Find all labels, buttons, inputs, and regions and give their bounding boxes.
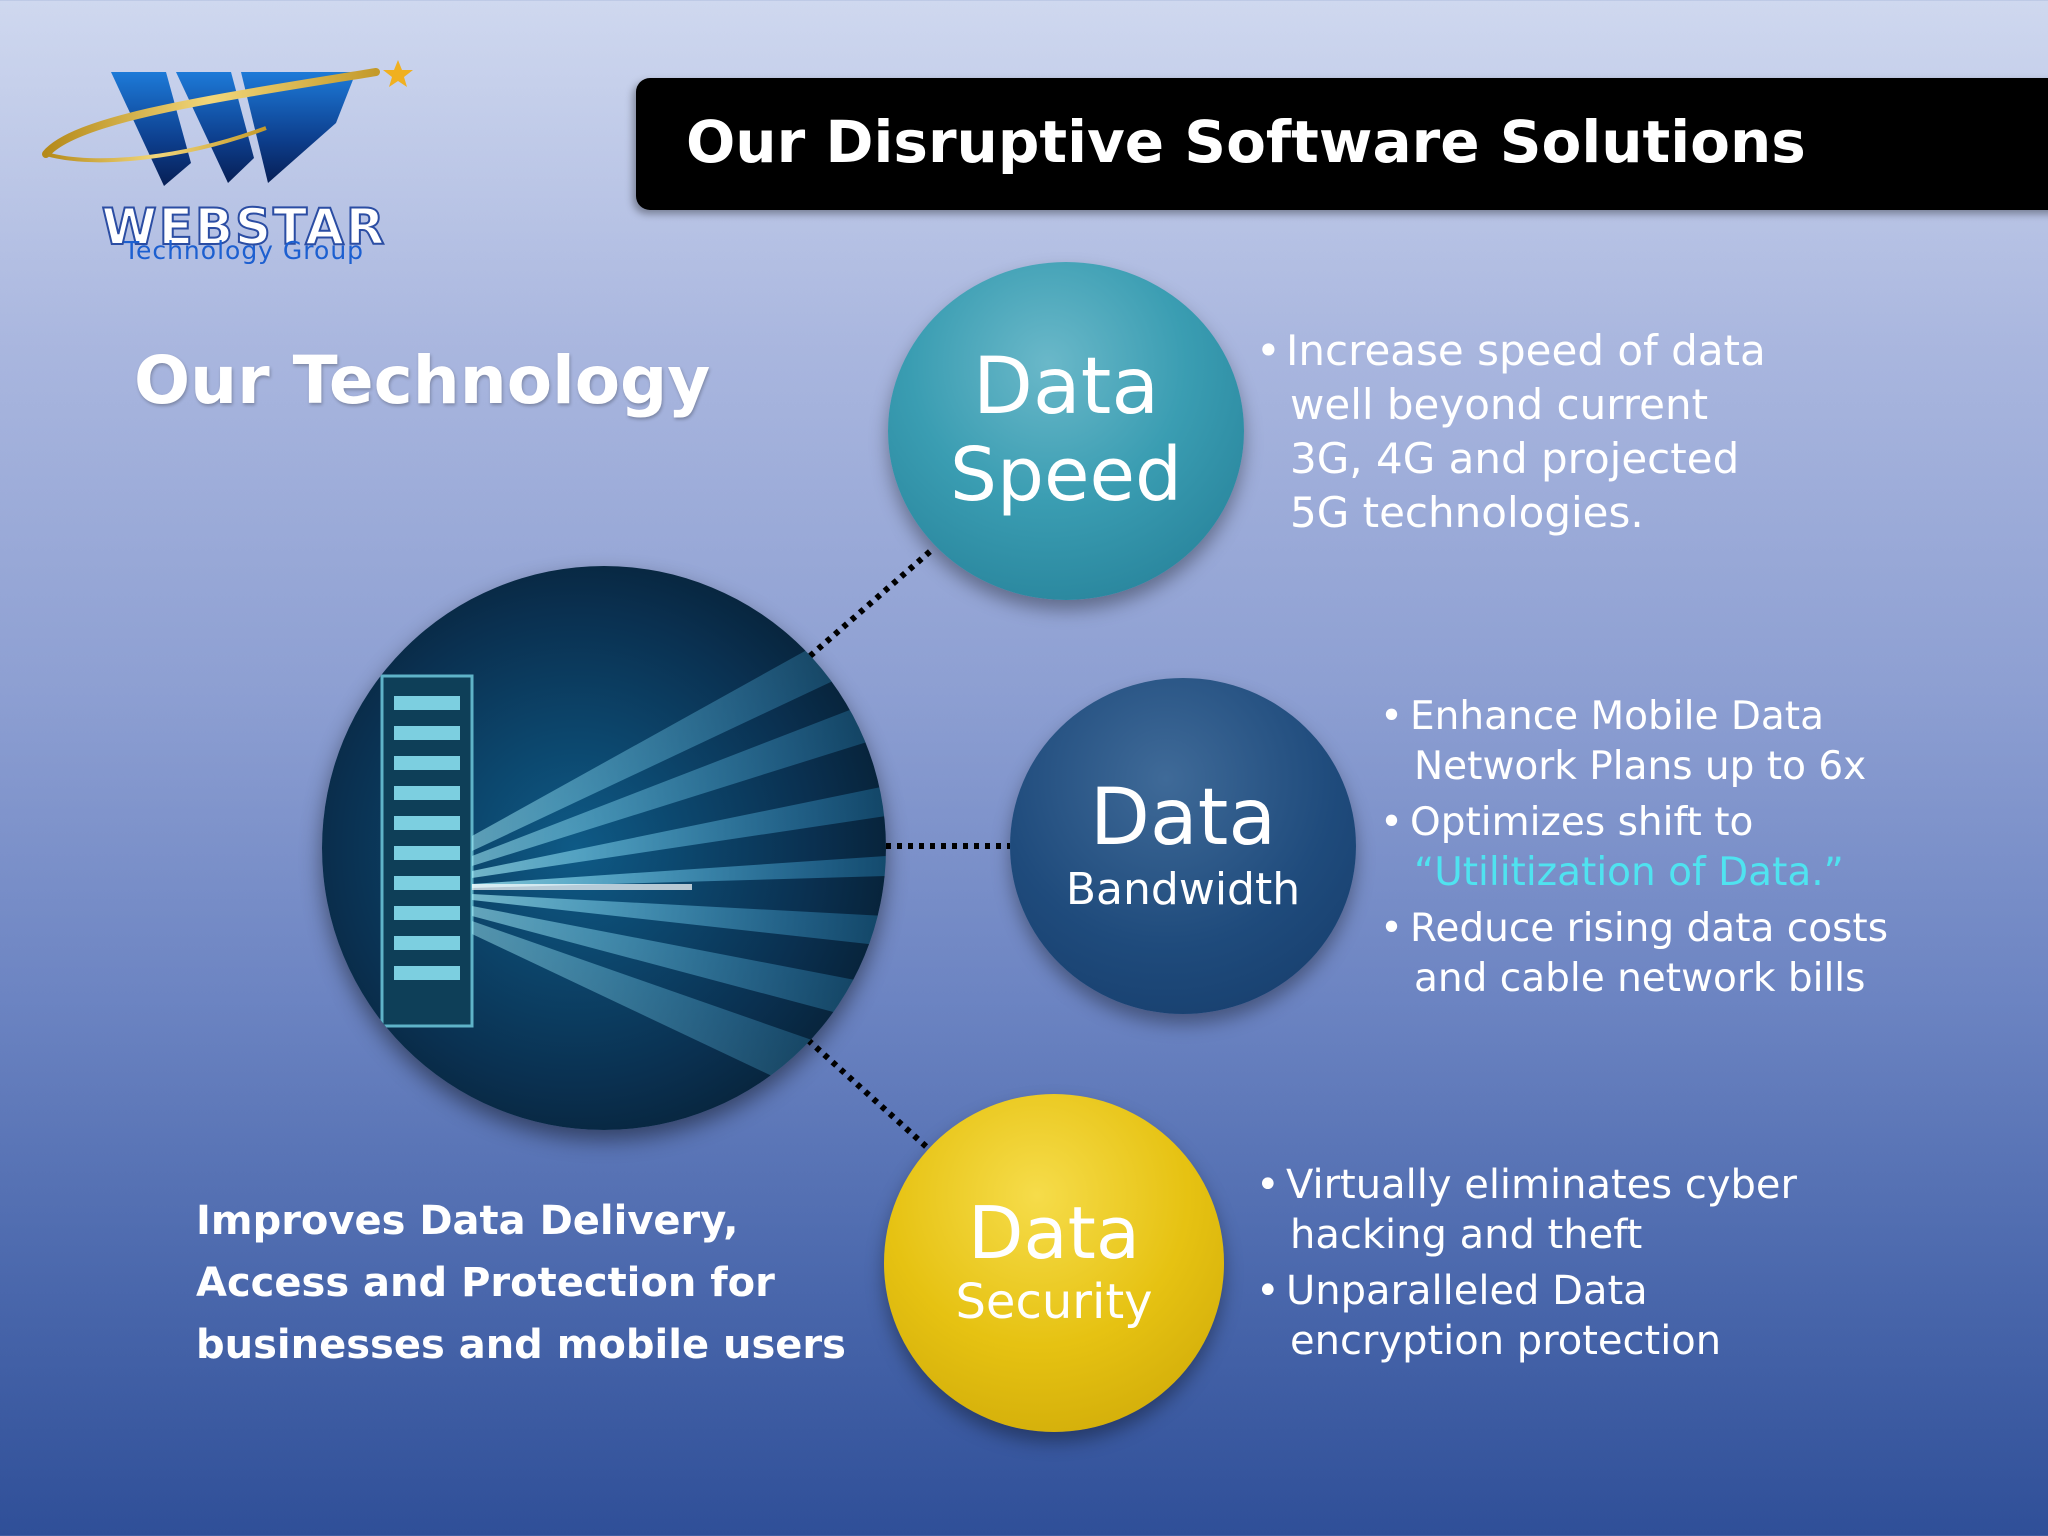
security-bullets: Virtually eliminates cyber hacking and t… — [1256, 1160, 1797, 1366]
data-security-line2: Security — [955, 1274, 1153, 1330]
security-bullet-2-line2: encryption protection — [1290, 1318, 1722, 1364]
speed-bullet-line: 3G, 4G and projected — [1290, 434, 1740, 483]
bandwidth-bullet-2-line2: “Utilitization of Data.” — [1414, 850, 1844, 895]
bandwidth-bullet-1-line1: Enhance Mobile Data — [1380, 692, 1888, 742]
connector-security — [805, 1037, 933, 1153]
speed-bullet-line: Increase speed of data — [1256, 324, 1766, 378]
tagline-line: Access and Protection for — [196, 1260, 775, 1306]
security-bullet-2-line1: Unparalleled Data — [1256, 1266, 1797, 1316]
data-bandwidth-line1: Data — [1089, 773, 1277, 863]
security-bullet-1-line2: hacking and theft — [1290, 1212, 1643, 1258]
bandwidth-bullet-2-line1: Optimizes shift to — [1380, 798, 1888, 848]
connector-speed — [808, 545, 936, 659]
data-speed-line1: Data — [972, 342, 1160, 432]
section-heading: Our Technology — [134, 342, 711, 419]
speed-bullet-line: well beyond current — [1290, 380, 1709, 429]
data-speed-line2: Speed — [950, 432, 1182, 518]
webstar-emblem-icon — [42, 60, 413, 186]
tagline-line: Improves Data Delivery, — [196, 1198, 739, 1244]
slide-title: Our Disruptive Software Solutions — [686, 108, 1806, 176]
tagline: Improves Data Delivery, Access and Prote… — [196, 1190, 846, 1376]
speed-bullet-line: 5G technologies. — [1290, 488, 1644, 537]
speed-bullets: Increase speed of data well beyond curre… — [1256, 324, 1766, 540]
security-bullet-1-line1: Virtually eliminates cyber — [1256, 1160, 1797, 1210]
title-bar: Our Disruptive Software Solutions — [636, 78, 2048, 210]
bandwidth-bullet-3-line1: Reduce rising data costs — [1380, 904, 1888, 954]
data-stream-image — [322, 566, 886, 1130]
logo-subtitle: Technology Group — [123, 236, 365, 265]
webstar-logo: WEBSTAR Technology Group — [36, 58, 426, 278]
bandwidth-bullet-1-line2: Network Plans up to 6x — [1414, 744, 1867, 789]
tagline-line: businesses and mobile users — [196, 1322, 846, 1368]
bandwidth-bullet-3-line2: and cable network bills — [1414, 956, 1866, 1001]
bandwidth-bullets: Enhance Mobile Data Network Plans up to … — [1380, 692, 1888, 1004]
data-bandwidth-line2: Bandwidth — [1065, 864, 1301, 915]
data-security-line1: Data — [968, 1191, 1140, 1275]
data-security-circle: Data Security — [884, 1094, 1224, 1432]
data-speed-circle: Data Speed — [888, 262, 1244, 600]
data-bandwidth-circle: Data Bandwidth — [1010, 678, 1356, 1014]
logo-wordmark: WEBSTAR — [101, 197, 387, 257]
